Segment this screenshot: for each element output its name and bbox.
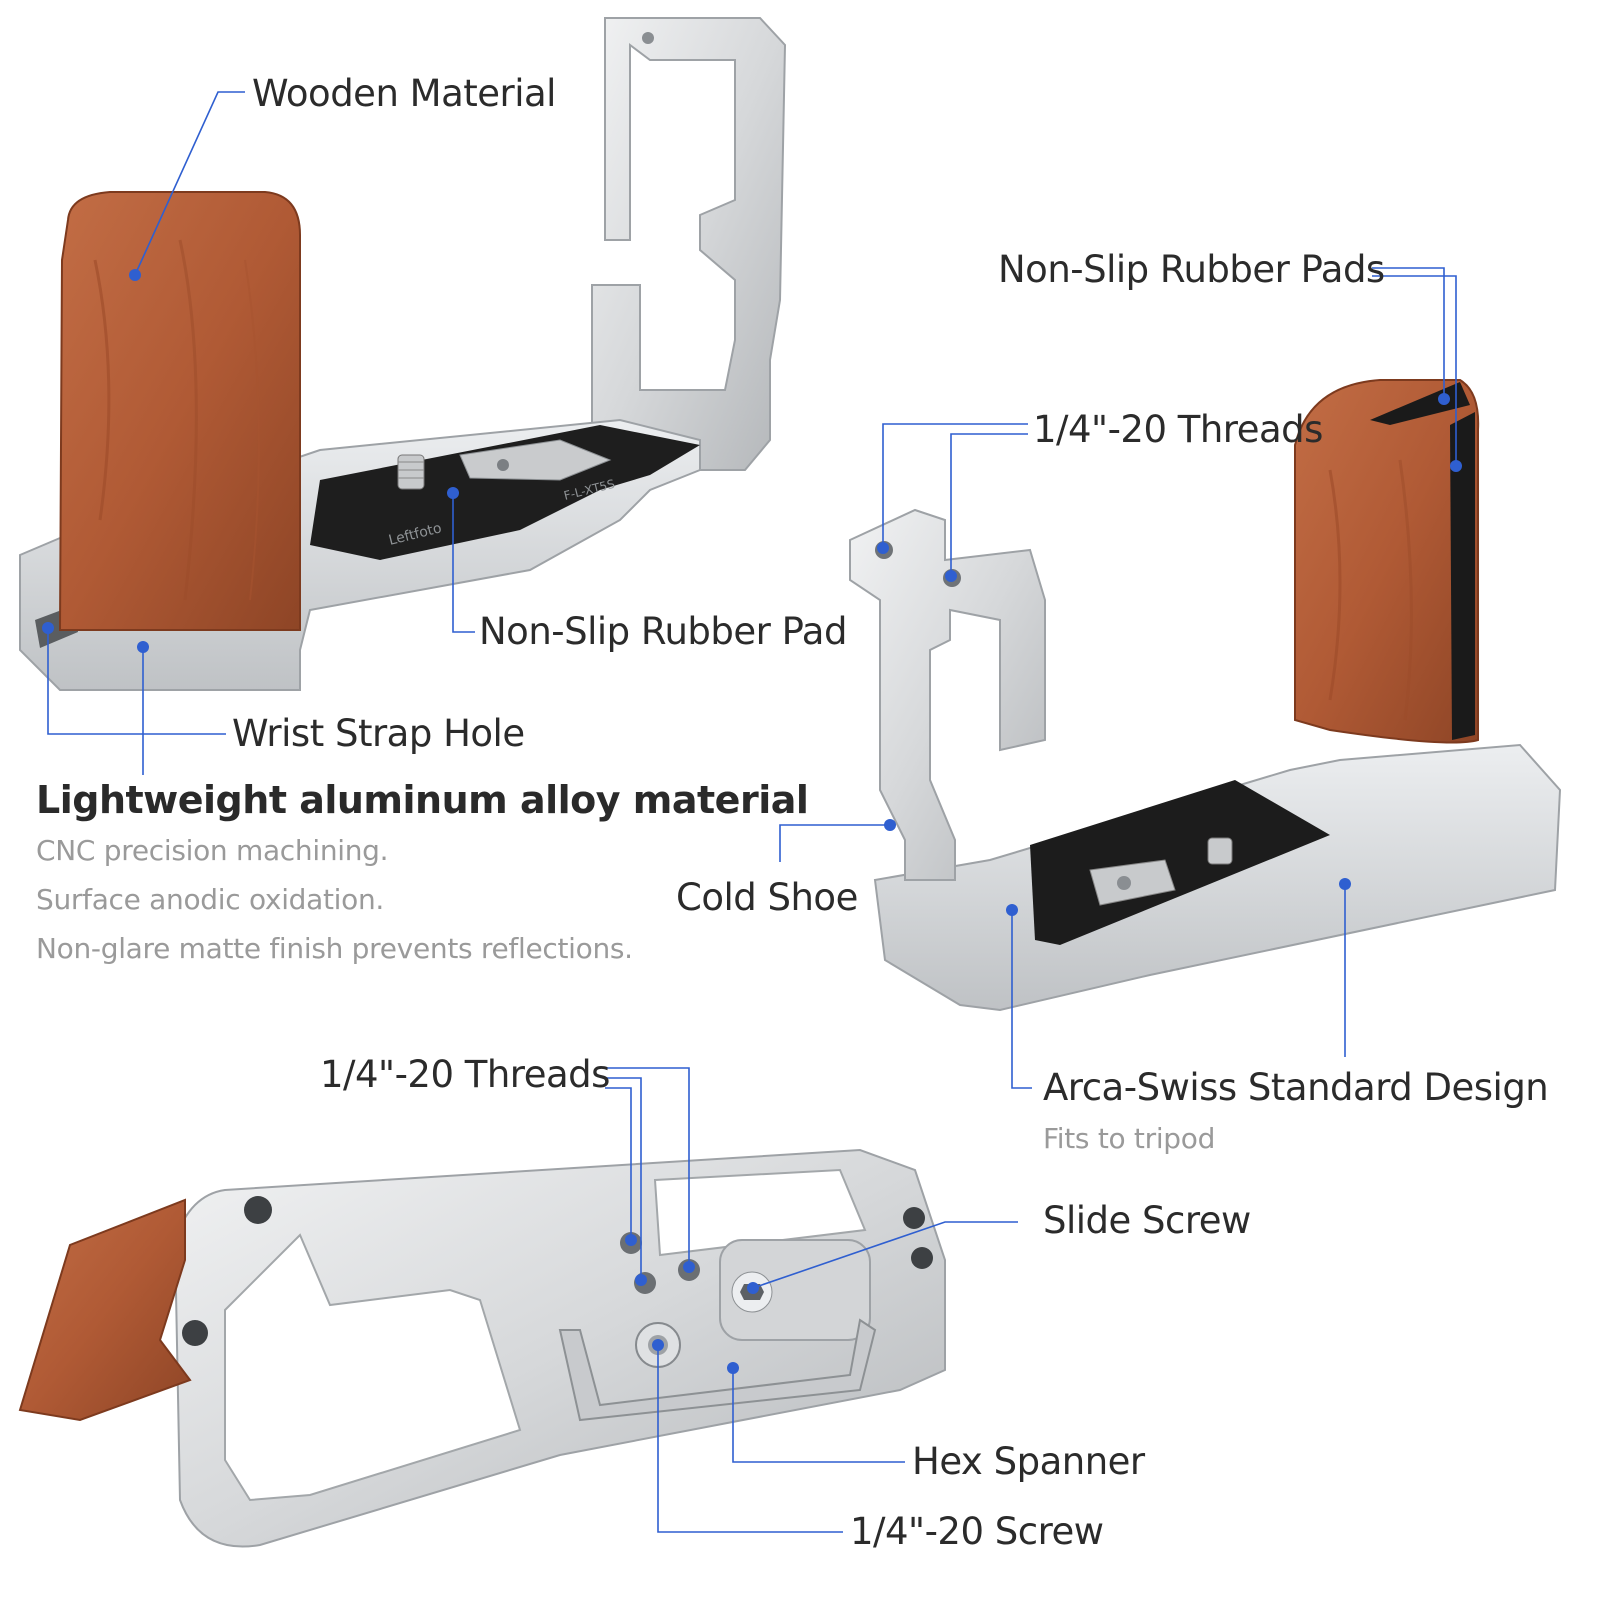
note-matte: Non-glare matte finish prevents reflecti…	[36, 932, 633, 965]
callout-dots	[42, 269, 1462, 1374]
label-cold-shoe: Cold Shoe	[676, 876, 858, 919]
label-screw: 1/4"-20 Screw	[850, 1510, 1104, 1553]
vertical-arm	[591, 17, 787, 471]
label-hex-spanner: Hex Spanner	[912, 1440, 1145, 1483]
label-threads-bottom: 1/4"-20 Threads	[320, 1053, 610, 1096]
label-arca-swiss: Arca-Swiss Standard Design	[1043, 1066, 1549, 1109]
hex-spanner-shape	[558, 1318, 877, 1422]
label-wrist-strap-hole: Wrist Strap Hole	[232, 712, 525, 755]
label-slide-screw: Slide Screw	[1043, 1199, 1251, 1242]
label-non-slip-rubber-pads: Non-Slip Rubber Pads	[998, 248, 1385, 291]
rear-vertical-arm	[849, 508, 1046, 881]
rear-wooden-grip	[1294, 379, 1480, 744]
label-non-slip-rubber-pad: Non-Slip Rubber Pad	[479, 610, 847, 653]
bottom-wooden-grip	[18, 1198, 192, 1422]
note-fits-tripod: Fits to tripod	[1043, 1122, 1216, 1155]
grip-rubber-strip	[1450, 412, 1475, 740]
bracket-front-view: Leftfoto F-L-XT5S	[19, 17, 787, 691]
bracket-bottom-view	[18, 1148, 946, 1548]
leader-lines	[47, 91, 1457, 1533]
bracket-rear-view	[849, 379, 1562, 1012]
label-threads-right: 1/4"-20 Threads	[1033, 408, 1323, 451]
note-anodic: Surface anodic oxidation.	[36, 883, 385, 916]
label-wooden-material: Wooden Material	[252, 72, 556, 115]
label-lightweight-material: Lightweight aluminum alloy material	[36, 778, 809, 822]
note-cnc: CNC precision machining.	[36, 834, 389, 867]
wooden-grip	[58, 191, 301, 631]
